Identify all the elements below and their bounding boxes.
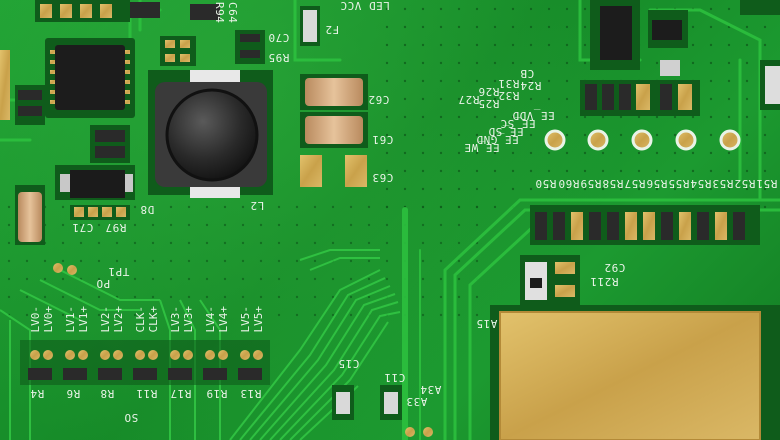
label-lv1-minus: LV1- [64,306,77,333]
label-clk-plus: CLK+ [147,306,160,333]
label-so: SO [124,411,139,424]
label-lv3-plus: LV3+ [182,306,195,333]
label-lv3-minus: LV3- [169,306,182,333]
label-r31: R31 [498,77,520,90]
label-r32: R32 [498,89,520,102]
label-a15: A15 [476,317,498,330]
label-r53: R53 [712,177,734,190]
label-lv5-minus: LV5- [239,306,252,333]
label-po: PO [96,277,111,290]
label-r50: R50 [535,177,557,190]
label-c70: C70 [268,31,290,44]
label-c92: C92 [604,261,626,274]
label-r26: R26 [478,85,500,98]
label-r57: R57 [624,177,646,190]
label-c62: C62 [368,93,390,106]
label-r55: R55 [668,177,690,190]
label-r19: R19 [206,387,228,400]
label-d8: D8 [140,203,155,216]
label-lv4-plus: LV4+ [217,306,230,333]
label-r95: R95 [268,51,290,64]
label-r27: R27 [458,93,480,106]
label-lv2-plus: LV2+ [112,306,125,333]
label-a34: A34 [420,383,442,396]
label-r56: R56 [646,177,668,190]
label-r8: R8 [100,387,115,400]
label-a33: A33 [406,395,428,408]
label-r51: R51 [756,177,778,190]
label-r58: R58 [602,177,624,190]
label-c15: C15 [338,357,360,370]
label-c61: C61 [372,133,394,146]
label-f2: F2 [325,23,340,36]
label-r11: R11 [136,387,158,400]
label-c63: C63 [372,171,394,184]
label-lv5-plus: LV5+ [252,306,265,333]
label-led-vcc: LED_VCC [340,0,390,12]
label-r97: R97 [105,221,127,234]
label-r60: R60 [558,177,580,190]
label-r59: R59 [580,177,602,190]
label-tp1: TP1 [108,265,130,278]
label-r13: R13 [240,387,262,400]
label-c71: C71 [72,221,94,234]
label-r211: R211 [590,275,619,288]
label-r52: R52 [734,177,756,190]
label-r4: R4 [30,387,45,400]
label-c64: C64 [226,2,239,24]
label-lv0-minus: LV0- [29,306,42,333]
label-r6: R6 [66,387,81,400]
label-r17: R17 [170,387,192,400]
label-r25: R25 [478,97,500,110]
label-r94: R94 [213,2,226,24]
label-lv1-plus: LV1+ [77,306,90,333]
label-cb: CB [520,67,535,80]
label-lv4-minus: LV4- [204,306,217,333]
label-clk-minus: CLK- [134,306,147,333]
label-c11: C11 [384,371,406,384]
label-ee-we: EE_WE [464,141,500,154]
label-r24: R24 [520,79,542,92]
label-l2: L2 [250,199,265,212]
label-lv0-plus: LV0+ [42,306,55,333]
label-r54: R54 [690,177,712,190]
label-lv2-minus: LV2- [99,306,112,333]
